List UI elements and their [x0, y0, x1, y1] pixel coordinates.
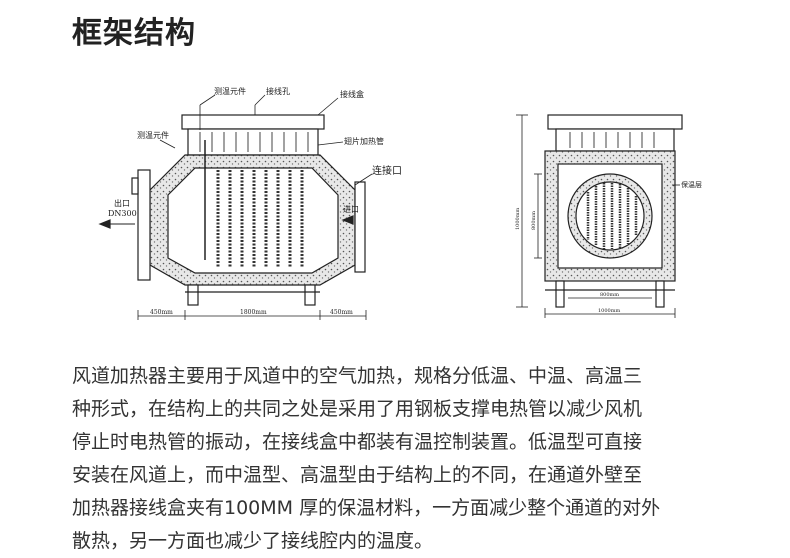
front-view: [516, 114, 683, 318]
label-junction-box: 接线盒: [340, 89, 364, 99]
label-temp-element-side: 测温元件: [137, 130, 169, 140]
inlet-flange: [354, 181, 366, 273]
description-paragraph: 风道加热器主要用于风道中的空气加热，规格分低温、中温、高温三 种形式，在结构上的…: [72, 360, 732, 558]
heater-structure-diagram: 测温元件 接线孔 接线盒 测温元件 翅片加热管 连接口 出口 DN300 进口 …: [98, 86, 702, 320]
side-view: [98, 94, 373, 320]
fin-tubes: [216, 170, 304, 268]
label-fin-tube: 翅片加热管: [344, 136, 384, 146]
description-line: 停止时电热管的振动，在接线盒中都装有温控制装置。低温型可直接: [72, 431, 643, 453]
dim-right: 450mm: [330, 309, 353, 316]
dim-inner: 800mm: [531, 211, 537, 230]
label-connector: 连接口: [372, 164, 402, 177]
label-insulation: 保温层: [681, 180, 702, 189]
description-line: 加热器接线盒夹有100MM 厚的保温材料，一方面减少整个通道的对外: [72, 497, 661, 519]
label-outlet: 出口: [114, 198, 130, 208]
terminal-posts: [199, 132, 309, 152]
junction-box: [181, 114, 325, 130]
page-title: 框架结构: [72, 16, 196, 51]
dim-height: 1000mm: [515, 208, 521, 230]
outlet-flange: [137, 169, 151, 281]
dim-bottom-outer: 1000mm: [598, 308, 620, 314]
label-wiring-hole: 接线孔: [266, 86, 290, 96]
dim-mid: 1800mm: [240, 309, 267, 316]
dim-left: 450mm: [150, 309, 173, 316]
label-temp-element-top: 测温元件: [214, 86, 246, 96]
description-line: 安装在风道上，而中温型、高温型由于结构上的不同，在通道外壁至: [72, 464, 643, 486]
description-line: 种形式，在结构上的共同之处是采用了用钢板支撑电热管以减少风机: [72, 398, 643, 420]
description-line: 散热，另一方面也减少了接线腔内的温度。: [72, 530, 434, 552]
front-fin-tubes: [586, 183, 638, 249]
dim-bottom-inner: 800mm: [600, 292, 619, 298]
label-inlet: 进口: [343, 205, 359, 214]
description-line: 风道加热器主要用于风道中的空气加热，规格分低温、中温、高温三: [72, 365, 643, 387]
label-outlet-size: DN300: [108, 209, 137, 218]
